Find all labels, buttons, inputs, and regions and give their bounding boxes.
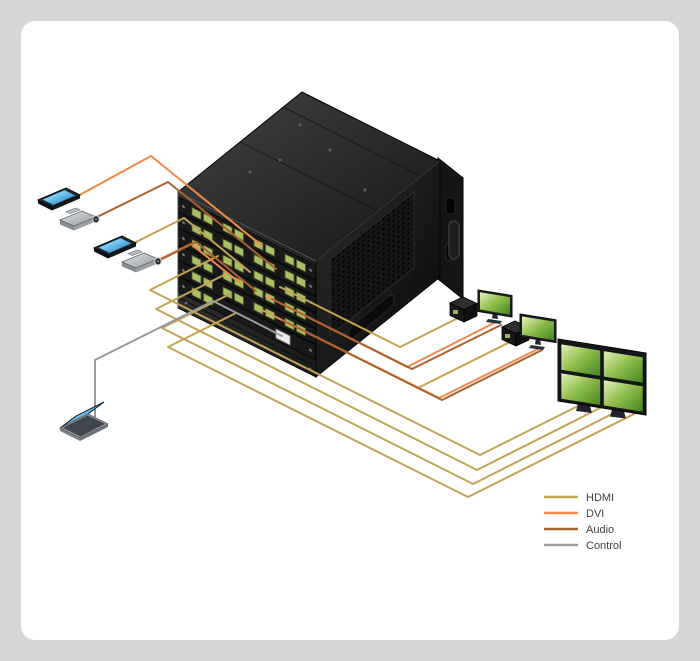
receiver-port xyxy=(453,310,458,314)
device-edge xyxy=(38,200,52,211)
side-face-details xyxy=(329,191,415,340)
camcorder-1 xyxy=(58,207,100,231)
cable-audio-display-2 xyxy=(281,319,543,401)
wall-stand-right xyxy=(610,409,626,419)
screw xyxy=(182,221,185,225)
laptop xyxy=(59,401,109,441)
screw xyxy=(182,269,185,273)
top-seam-2 xyxy=(282,106,422,177)
side-top-edge xyxy=(315,160,441,262)
legend-label-dvi: DVI xyxy=(586,508,604,520)
screw xyxy=(248,170,252,174)
rack-ear-slot-top xyxy=(445,197,456,215)
receiver-port xyxy=(505,334,510,338)
receiver-side xyxy=(463,302,478,323)
screw xyxy=(182,253,185,257)
front-top-edge xyxy=(177,191,317,262)
camcorder-2 xyxy=(120,249,162,273)
cable-audio-camcorder-1 xyxy=(92,181,277,270)
vent-grille xyxy=(329,191,415,337)
video-ports xyxy=(191,270,306,337)
screw xyxy=(182,237,185,241)
screw xyxy=(309,268,312,272)
display-1 xyxy=(477,289,513,324)
media-player-1 xyxy=(36,187,82,211)
cable-hdmi-media-player-2 xyxy=(131,217,251,273)
display-screen xyxy=(522,316,554,341)
screw xyxy=(363,188,367,192)
display-screen xyxy=(480,292,510,315)
cable-audio-display-1 xyxy=(271,298,502,370)
screw xyxy=(309,348,312,352)
video-wall-2x2 xyxy=(557,338,647,419)
top-screws xyxy=(248,123,367,192)
media-player-2 xyxy=(92,235,138,259)
screw xyxy=(278,158,282,162)
screw xyxy=(309,284,312,288)
cable-hdmi-wall-1 xyxy=(149,255,587,456)
camera-edge xyxy=(122,262,136,273)
front-bottom-seam xyxy=(180,298,315,366)
wall-screen-top-left xyxy=(560,343,601,377)
cable-dvi-media-player-1 xyxy=(75,155,263,247)
laptop-keyboard xyxy=(62,415,106,437)
device-screen xyxy=(41,189,77,206)
top-seam-1 xyxy=(239,141,379,212)
cable-hdmi-receiver-1 xyxy=(279,286,463,348)
device-edge xyxy=(52,195,80,211)
screw xyxy=(182,285,185,289)
camera-edge xyxy=(74,217,96,231)
cables xyxy=(75,155,641,498)
cable-hdmi-wall-4 xyxy=(167,312,641,498)
screw xyxy=(182,205,185,209)
device-edge xyxy=(94,248,108,259)
cable-hdmi-wall-2 xyxy=(155,274,607,471)
display-stand-base xyxy=(529,345,545,350)
camera-edge xyxy=(60,220,74,231)
camera-viewfinder xyxy=(127,249,143,256)
video-ports xyxy=(191,254,306,321)
receiver-1 xyxy=(449,296,478,323)
video-ports xyxy=(191,206,306,273)
cable-hdmi-wall-3 xyxy=(161,293,625,485)
rack-ear-handle xyxy=(448,220,460,260)
camera-viewfinder xyxy=(65,207,81,214)
camera-lens-glass xyxy=(94,218,98,221)
rack-ear xyxy=(437,156,464,301)
cable-control-laptop xyxy=(94,300,283,421)
camera-edge xyxy=(136,259,158,273)
wall-screen-bottom-left xyxy=(560,372,601,406)
display-2 xyxy=(519,313,557,350)
display-stand-base xyxy=(486,319,502,324)
legend-label-control: Control xyxy=(586,540,621,552)
legend-label-audio: Audio xyxy=(586,524,614,536)
device-edge xyxy=(108,243,136,259)
wall-screen-top-right xyxy=(603,350,644,384)
laptop-base-edge xyxy=(80,424,108,441)
screw xyxy=(184,301,188,305)
screw xyxy=(298,123,302,127)
video-ports xyxy=(191,286,213,306)
camera-lens-glass xyxy=(156,260,160,263)
legend-label-hdmi: HDMI xyxy=(586,492,614,504)
legend: HDMI DVI Audio Control xyxy=(544,492,621,552)
wall-screen-bottom-right xyxy=(603,379,644,413)
cable-audio-camcorder-2 xyxy=(149,241,257,292)
screw xyxy=(328,148,332,152)
device-screen xyxy=(97,237,133,254)
laptop-base-edge xyxy=(60,428,80,441)
side-handle-recess xyxy=(347,294,395,340)
